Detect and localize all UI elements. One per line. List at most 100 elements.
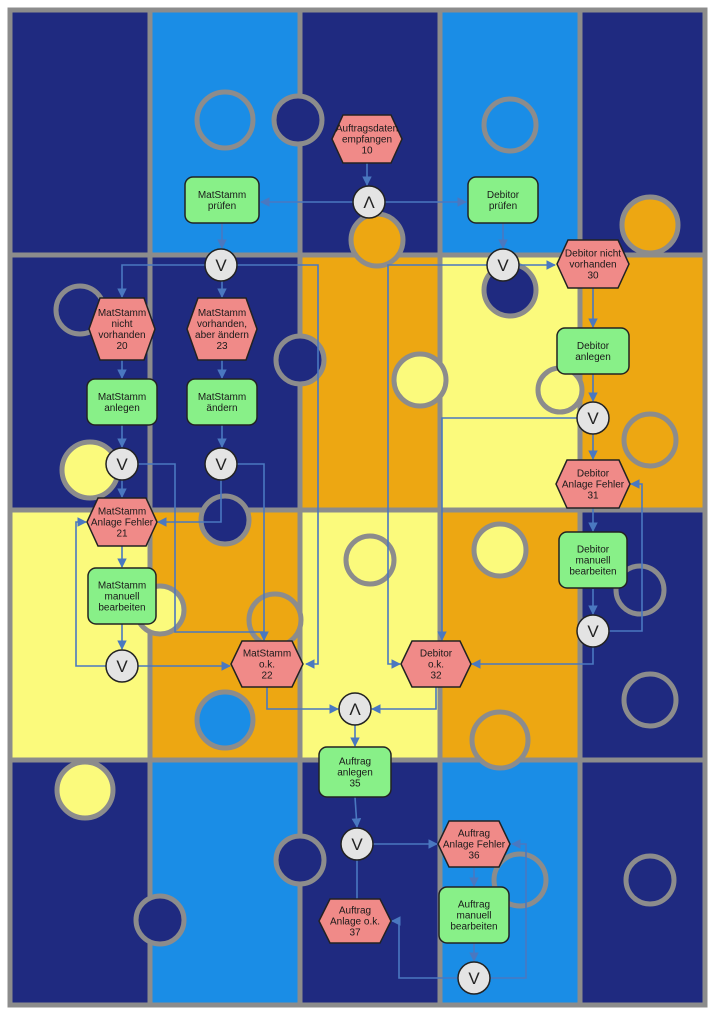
puzzle-knob	[394, 354, 446, 406]
node-label-line: Debitor	[487, 190, 520, 201]
node-label-line: MatStamm	[243, 649, 291, 660]
node-label-line: Auftrag	[339, 757, 371, 768]
node-label-line: Debitor	[420, 649, 453, 660]
puzzle-piece	[150, 760, 300, 1005]
connector-symbol: V	[468, 969, 480, 988]
event-e10: Auftragsdatenempfangen10	[332, 115, 402, 163]
connector-c_or_auftrag: V	[341, 828, 373, 860]
function-f_debpruef: Debitorprüfen	[468, 177, 538, 223]
node-label-line: 35	[349, 779, 361, 790]
connector-symbol: Λ	[363, 193, 375, 212]
node-label-line: Anlage Fehler	[91, 518, 154, 529]
connector-c_or_mat: V	[205, 249, 237, 281]
connector-c_or_matanl: V	[106, 448, 138, 480]
puzzle-knob	[136, 896, 184, 944]
node-label-line: prüfen	[208, 201, 236, 212]
puzzle-knob	[624, 674, 676, 726]
puzzle-knob	[622, 197, 678, 253]
node-label-line: Debitor nicht	[565, 249, 621, 260]
function-f_auftraganlegen: Auftraganlegen35	[319, 747, 391, 797]
node-label-line: 21	[116, 529, 128, 540]
node-label-line: MatStamm	[198, 190, 246, 201]
node-label-line: nicht	[111, 319, 132, 330]
connector-symbol: V	[497, 256, 509, 275]
node-label-line: empfangen	[342, 135, 392, 146]
event-e37: AuftragAnlage o.k.37	[319, 899, 391, 943]
connector-c_or_auftman: V	[458, 962, 490, 994]
puzzle-knob	[276, 836, 324, 884]
connector-symbol: V	[587, 409, 599, 428]
node-label-line: MatStamm	[98, 392, 146, 403]
node-label-line: o.k.	[428, 660, 444, 671]
puzzle-knob	[197, 92, 253, 148]
node-label-line: vorhanden,	[197, 319, 247, 330]
node-label-line: 23	[216, 341, 228, 352]
function-f_matmanuell: MatStammmanuellbearbeiten	[88, 568, 156, 624]
connector-c_or_debman: V	[577, 615, 609, 647]
node-label-line: anlegen	[337, 768, 373, 779]
node-label-line: ändern	[206, 403, 237, 414]
connector-symbol: V	[351, 835, 363, 854]
connector-symbol: V	[215, 455, 227, 474]
puzzle-knob	[197, 692, 253, 748]
node-label-line: MatStamm	[198, 308, 246, 319]
node-label-line: prüfen	[489, 201, 517, 212]
node-label-line: 31	[587, 491, 599, 502]
puzzle-knob	[276, 336, 324, 384]
node-label-line: manuell	[104, 592, 139, 603]
node-label-line: Auftrag	[339, 906, 371, 917]
function-f_matandern: MatStammändern	[187, 379, 257, 425]
node-label-line: MatStamm	[98, 581, 146, 592]
node-label-line: 30	[587, 271, 599, 282]
puzzle-knob	[249, 594, 301, 646]
node-label-line: MatStamm	[98, 308, 146, 319]
connector-symbol: V	[215, 256, 227, 275]
node-label-line: o.k.	[259, 660, 275, 671]
node-label-line: Debitor	[577, 341, 610, 352]
puzzle-knob	[474, 524, 526, 576]
node-label-line: MatStamm	[198, 392, 246, 403]
node-label-line: Debitor	[577, 469, 610, 480]
event-e31: DebitorAnlage Fehler31	[556, 460, 630, 508]
node-label-line: Anlage Fehler	[443, 840, 506, 851]
node-label-line: vorhanden	[98, 330, 145, 341]
connector-c_or_debanl: V	[577, 402, 609, 434]
node-label-line: manuell	[575, 556, 610, 567]
node-label-line: bearbeiten	[450, 922, 497, 933]
node-label-line: Debitor	[577, 545, 610, 556]
node-label-line: bearbeiten	[569, 567, 616, 578]
node-label-line: anlegen	[104, 403, 140, 414]
puzzle-knob	[484, 99, 536, 151]
puzzle-piece	[10, 510, 160, 760]
connector-symbol: Λ	[349, 700, 361, 719]
node-label-line: 37	[349, 928, 361, 939]
node-label-line: Anlage Fehler	[562, 480, 625, 491]
connector-symbol: V	[116, 657, 128, 676]
function-f_debmanuell: Debitormanuellbearbeiten	[559, 532, 627, 588]
connector-c_or_deb: V	[487, 249, 519, 281]
puzzle-knob	[274, 96, 322, 144]
node-label-line: Auftragsdaten	[336, 124, 398, 135]
node-label-line: 10	[361, 146, 373, 157]
node-label-line: Auftrag	[458, 900, 490, 911]
node-label-line: MatStamm	[98, 507, 146, 518]
puzzle-knob	[626, 856, 674, 904]
puzzle-knob	[351, 214, 403, 266]
connector-c_or_matman: V	[106, 650, 138, 682]
node-label-line: Anlage o.k.	[330, 917, 380, 928]
node-label-line: anlegen	[575, 352, 611, 363]
connector-c_and_mid: Λ	[339, 693, 371, 725]
node-label-line: 32	[430, 671, 442, 682]
puzzle-knob	[57, 762, 113, 818]
node-label-line: Auftrag	[458, 829, 490, 840]
node-label-line: manuell	[456, 911, 491, 922]
